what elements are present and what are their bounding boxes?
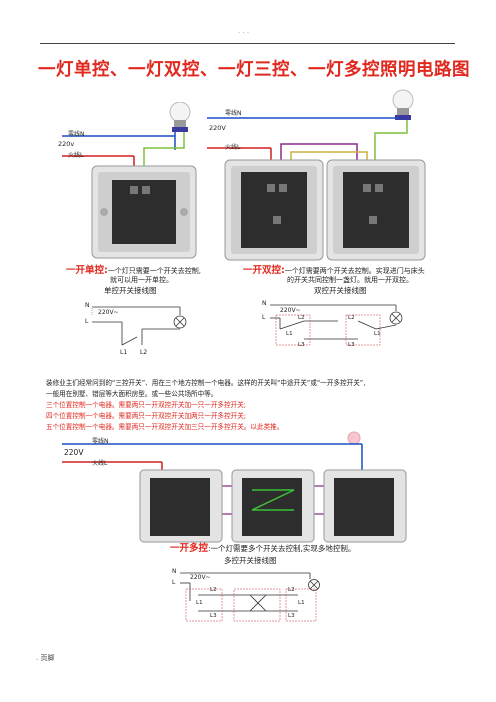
body-red-line-3: 五个位置控制一个电器。需要两只一开双控开关加三只一开多控开关。以此类推。 (46, 423, 284, 431)
fig3-caption: 一开多控:一个灯需要多个开关去控制,实现多地控制。 (170, 544, 355, 554)
diag2-circuit (270, 304, 403, 346)
diag3-l1-left: L1 (196, 600, 203, 606)
diag3-l: L (172, 579, 176, 586)
diag3-circuit (180, 572, 320, 622)
fig3-live-label: 火线L (92, 460, 108, 467)
fig2-caption: 一开双控:一个灯需要两个开关去控制。实现进门与床头 的开关共同控制一盏灯。就用一… (243, 266, 425, 285)
fig1-caption-line1: 一个灯只需要一个开关去控制, (107, 267, 202, 275)
diag3-title: 多控开关接线图 (224, 556, 277, 565)
fig2-voltage-label: 220V (209, 124, 226, 132)
diag2-n: N (262, 300, 267, 307)
single-control-schematic: 单控开关接线图 N 220V~ L L1 L2 (82, 285, 242, 365)
diag1-v: 220V~ (98, 309, 119, 316)
body-red-line-2: 四个位置控制一个电器。需要两只一开双控开关加两只一开多控开关; (46, 412, 247, 420)
fig1-caption-line2: 就可以用一开单控。 (110, 276, 173, 284)
fig1-caption: 一开单控:一个灯只需要一个开关去控制, 就可以用一开单控。 (66, 266, 201, 285)
fig2-caption-line1: 一个灯需要两个开关去控制。实现进门与床头 (284, 267, 425, 275)
page-footer: . 页脚 (36, 654, 55, 662)
multi-control-wiring-illustration (62, 431, 407, 543)
diag3-l2-left: L2 (210, 587, 217, 593)
diag3-l3-left: L3 (210, 613, 217, 619)
diag2-l3-right: L3 (348, 342, 355, 348)
double-control-wiring-illustration (207, 89, 426, 261)
double-control-photo: 零线N 220V 火线L (207, 88, 432, 263)
diag2-l1-right: L1 (374, 331, 381, 337)
fig1-live-label: 火线L (68, 152, 84, 159)
diag1-l1: L1 (120, 349, 128, 356)
body-line-2: 一般用在别墅、错层等大面积房型。或一些公共场所中等。 (46, 390, 218, 398)
header-rule (40, 43, 455, 44)
diag3-n: N (172, 568, 177, 575)
diag1-l2: L2 (140, 349, 148, 356)
diag1-l: L (85, 318, 89, 325)
body-line-1: 装修业主们经常问到的“三控开关”、用在三个地方控制一个电器。这样的开关叫“中途开… (46, 379, 366, 387)
fig1-caption-head: 一开单控: (66, 265, 108, 276)
diag2-l1-left: L1 (286, 331, 293, 337)
diag1-n: N (85, 302, 90, 309)
fig3-voltage-label: 220V (64, 448, 84, 457)
fig2-neutral-label: 零线N (225, 110, 242, 117)
fig2-caption-line2: 的开关共同控制一盏灯。就用一开双控。 (287, 276, 413, 284)
body-paragraph: 装修业主们经常问到的“三控开关”、用在三个地方控制一个电器。这样的开关叫“中途开… (46, 378, 365, 433)
diag2-l3-left: L3 (298, 342, 305, 348)
fig1-neutral-label: 零线N (68, 131, 85, 138)
diag2-l2-right: L2 (348, 315, 355, 321)
header-dots: . . . (238, 27, 250, 35)
body-red-line-1: 三个位置控制一个电器。需要两只一开双控开关加一只一开多控开关; (46, 401, 247, 409)
fig2-caption-head: 一开双控: (243, 265, 285, 276)
fig3-caption-head: 一开多控 (170, 543, 209, 554)
single-control-wiring-illustration (62, 101, 197, 259)
diag2-title: 双控开关接线图 (314, 286, 367, 295)
single-control-photo: 零线N 220v 火线L (58, 101, 222, 262)
fig1-voltage-label: 220v (58, 140, 75, 148)
diag2-v: 220V~ (280, 307, 301, 314)
fig3-neutral-label: 零线N (92, 438, 109, 445)
multi-control-photo: 零线N 220V 火线L (62, 430, 432, 545)
fig2-live-label: 火线L (225, 144, 241, 151)
double-control-schematic: 双控开关接线图 N 220V~ L L1 L2 L3 L2 L1 L3 (258, 285, 418, 365)
diag2-l2-left: L2 (298, 315, 305, 321)
diag3-l1-right: L1 (298, 600, 305, 606)
diag2-l: L (262, 314, 266, 321)
diag3-l2-right: L2 (288, 587, 295, 593)
diag3-v: 220V~ (190, 574, 211, 581)
diag1-title: 单控开关接线图 (104, 286, 157, 295)
page-title: 一灯单控、一灯双控、一灯三控、一灯多控照明电路图 (38, 60, 470, 80)
fig3-caption-rest: :一个灯需要多个开关去控制,实现多地控制。 (208, 544, 356, 553)
diag1-circuit (91, 306, 187, 346)
multi-control-schematic: 多控开关接线图 N 220V~ L L2 L1 L3 L2 L1 L3 (168, 555, 328, 635)
diag3-l3-right: L3 (288, 613, 295, 619)
